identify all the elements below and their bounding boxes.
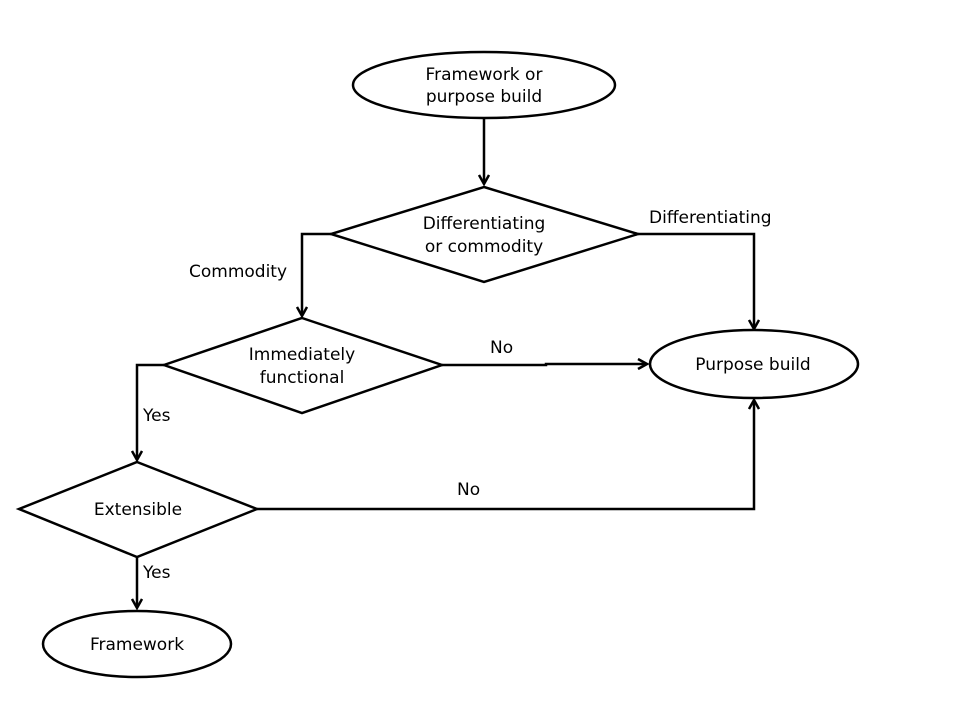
- functional-decision: Immediately functional: [160, 316, 446, 415]
- start-node-label-line1: Framework or: [426, 65, 543, 85]
- edge-label-functional-no: No: [490, 338, 513, 358]
- edge-label-functional-yes: Yes: [142, 406, 171, 426]
- differentiating-decision-label-line2: or commodity: [425, 237, 543, 257]
- framework-node: Framework: [41, 609, 233, 679]
- purpose-build-label: Purpose build: [695, 355, 810, 375]
- framework-label: Framework: [90, 635, 184, 655]
- functional-decision-label-line2: functional: [260, 368, 345, 388]
- edge-label-extensible-no: No: [457, 480, 480, 500]
- edge-label-commodity: Commodity: [189, 262, 287, 282]
- extensible-decision: Extensible: [15, 460, 261, 559]
- connector-functional-no-to-purpose-build: [442, 364, 647, 365]
- functional-decision-label-line1: Immediately: [249, 345, 355, 365]
- connector-commodity-to-functional: [302, 232, 331, 316]
- differentiating-decision: Differentiating or commodity: [326, 185, 643, 284]
- connector-extensible-no-to-purpose-build: [257, 400, 754, 511]
- start-node: Framework or purpose build: [351, 50, 617, 120]
- differentiating-decision-label-line1: Differentiating: [423, 214, 546, 234]
- start-node-label-line2: purpose build: [426, 87, 542, 107]
- extensible-decision-label: Extensible: [94, 500, 182, 520]
- edge-label-differentiating: Differentiating: [649, 208, 772, 228]
- purpose-build-node: Purpose build: [648, 328, 860, 400]
- connector-differentiating-to-purpose-build: [638, 232, 754, 329]
- edge-label-extensible-yes: Yes: [142, 563, 171, 583]
- connector-functional-yes-to-extensible: [137, 363, 164, 460]
